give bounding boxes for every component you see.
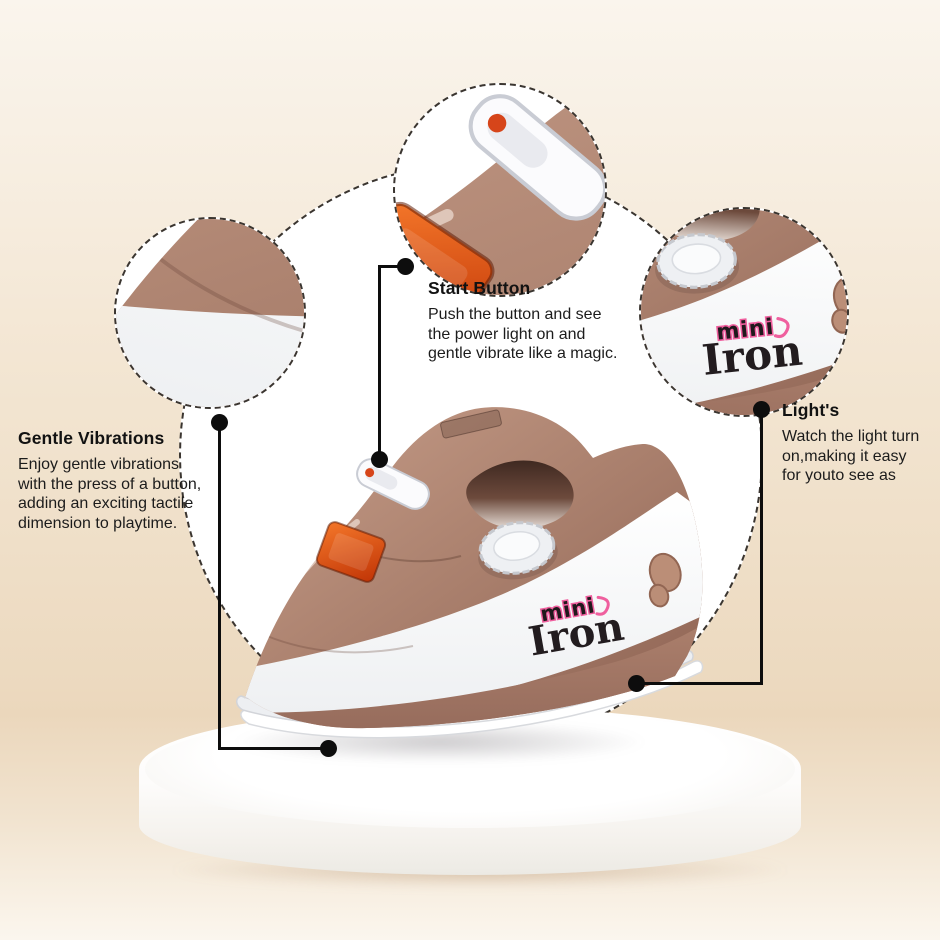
zoom-inset-nose-image bbox=[114, 217, 306, 409]
callout-gentle-vibrations-line: adding an exciting tactile bbox=[18, 495, 194, 512]
callout-lights-line: Watch the light turn bbox=[782, 428, 920, 445]
callout-gentle-vibrations: Gentle Vibrations Enjoy gentle vibration… bbox=[18, 428, 223, 533]
leader-dot-gentle-text bbox=[211, 414, 228, 431]
leader-dot-start-button-target bbox=[371, 451, 388, 468]
callout-lights-title: Light's bbox=[782, 400, 840, 420]
callout-start-button-line: the power light on and bbox=[428, 325, 586, 343]
pedestal bbox=[139, 707, 801, 875]
leader-dot-lights-target bbox=[628, 675, 645, 692]
callout-gentle-vibrations-line: Enjoy gentle vibrations bbox=[18, 456, 179, 473]
callout-lights: Light's Watch the light turn on,making i… bbox=[782, 400, 937, 486]
callout-gentle-vibrations-title: Gentle Vibrations bbox=[18, 428, 165, 448]
zoom-inset-nose-circle bbox=[114, 217, 306, 409]
leader-line-gentle-v bbox=[218, 422, 221, 750]
leader-line-gentle-h bbox=[218, 747, 328, 750]
leader-line-start-button-v bbox=[378, 265, 381, 459]
callout-start-button-title: Start Button bbox=[428, 278, 531, 298]
callout-start-button-line: gentle vibrate like a magic. bbox=[428, 345, 618, 362]
callout-start-button: Start Button Push the button and see the… bbox=[428, 278, 643, 364]
zoom-inset-start-button-circle bbox=[393, 83, 607, 297]
leader-line-start-button-h bbox=[380, 265, 406, 268]
leader-dot-start-button-text bbox=[397, 258, 414, 275]
zoom-inset-start-button-image bbox=[393, 83, 607, 297]
callout-gentle-vibrations-line: with the press of a button, bbox=[18, 475, 202, 493]
leader-dot-gentle-target bbox=[320, 740, 337, 757]
callout-start-button-line: Push the button and see bbox=[428, 306, 602, 323]
zoom-inset-rear-image bbox=[639, 207, 849, 417]
leader-line-lights-v bbox=[760, 409, 763, 685]
callout-gentle-vibrations-line: dimension to playtime. bbox=[18, 514, 178, 532]
callout-lights-line: on,making it easy bbox=[782, 447, 907, 465]
leader-dot-lights-text bbox=[753, 401, 770, 418]
toy-iron-image bbox=[215, 400, 715, 760]
zoom-inset-rear-circle bbox=[639, 207, 849, 417]
leader-line-lights-h bbox=[636, 682, 763, 685]
callout-lights-line: for youto see as bbox=[782, 467, 896, 484]
